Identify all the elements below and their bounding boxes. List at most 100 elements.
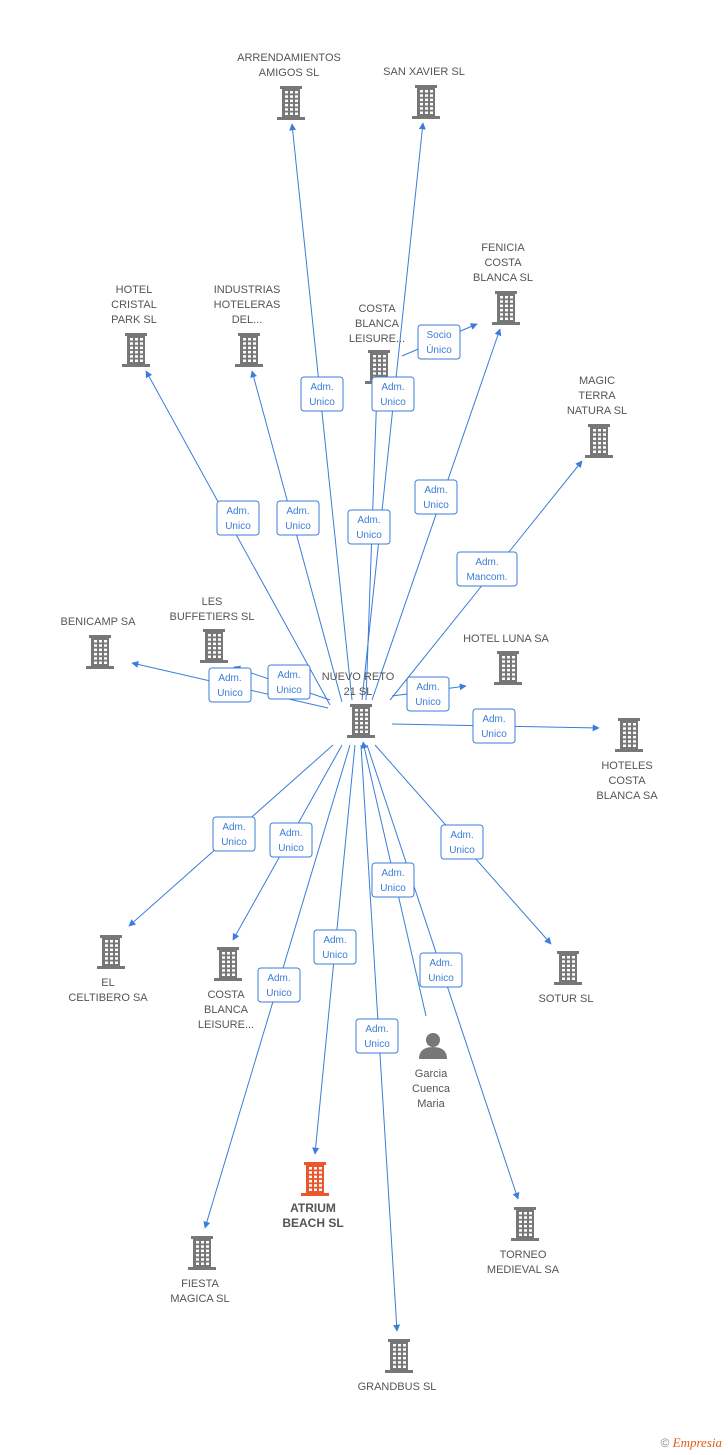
edge-label-nuevo_reto-to-fenicia[interactable]: Adm.Unico xyxy=(414,479,458,515)
edge-label-text: Adm. xyxy=(323,935,346,946)
brand-logo: Empresia xyxy=(672,1435,722,1450)
building-icon xyxy=(97,935,125,969)
edge-label-text: Unico xyxy=(481,729,507,740)
edge-label-box xyxy=(267,664,311,700)
edge-label-text: Adm. xyxy=(482,714,505,725)
node-label: NUEVO RETO xyxy=(322,671,395,683)
building-icon xyxy=(235,333,263,367)
node-label: PARK SL xyxy=(111,314,157,326)
node-hotel_luna[interactable]: HOTEL LUNA SA xyxy=(463,633,550,685)
node-label: MAGICA SL xyxy=(170,1293,229,1305)
node-label: CRISTAL xyxy=(111,299,157,311)
edge-label-text: Adm. xyxy=(357,515,380,526)
edge-label-nuevo_reto-to-torneo[interactable]: Adm.Unico xyxy=(419,952,463,988)
edge-label-box xyxy=(276,500,320,536)
edge-label-text: Adm. xyxy=(381,868,404,879)
edge-label-nuevo_reto-to-hotel_cristal[interactable]: Adm.Unico xyxy=(216,500,260,536)
edge-label-nuevo_reto-to-grandbus[interactable]: Adm.Unico xyxy=(355,1018,399,1054)
edge-label-text: Unico xyxy=(221,837,247,848)
node-label: BENICAMP SA xyxy=(61,616,137,628)
building-icon xyxy=(412,85,440,119)
edge-label-text: Unico xyxy=(278,843,304,854)
building-icon xyxy=(347,704,375,738)
edge-label-box xyxy=(212,816,256,852)
edge-label-text: Unico xyxy=(322,950,348,961)
node-label: NATURA SL xyxy=(567,405,627,417)
node-label: SAN XAVIER SL xyxy=(383,66,465,78)
node-label: BLANCA SA xyxy=(596,790,658,802)
node-label: BLANCA xyxy=(355,318,400,330)
copyright-symbol: © xyxy=(660,1436,670,1450)
edge-label-nuevo_reto-to-costa_bottom[interactable]: Adm.Unico xyxy=(269,822,313,858)
edge-label-text: Unico xyxy=(266,988,292,999)
edge-label-garcia-to-nuevo_reto[interactable]: Adm.Unico xyxy=(371,862,415,898)
node-label: COSTA xyxy=(207,989,245,1001)
node-label: FENICIA xyxy=(481,242,525,254)
node-label: ARRENDAMIENTOS xyxy=(237,52,341,64)
building-icon xyxy=(301,1162,329,1196)
edge-nuevo_reto-to-arrendamientos xyxy=(289,123,353,701)
edge-label-nuevo_reto-to-atrium[interactable]: Adm. Unico xyxy=(313,929,357,965)
edge-label-text: Adm. xyxy=(429,958,452,969)
person-icon xyxy=(419,1033,447,1059)
edge-label-box xyxy=(208,667,252,703)
edge-label-box xyxy=(313,929,357,965)
node-label: Garcia xyxy=(415,1068,448,1080)
edge-label-nuevo_reto-to-industrias[interactable]: Adm.Unico xyxy=(276,500,320,536)
edge-label-nuevo_reto-to-costa_top[interactable]: Adm.Unico xyxy=(347,509,391,545)
edge-label-text: Adm. xyxy=(365,1024,388,1035)
edge-label-box xyxy=(456,551,518,587)
edge-label-text: Unico xyxy=(415,697,441,708)
edge-label-text: Unico xyxy=(285,521,311,532)
node-industrias[interactable]: INDUSTRIASHOTELERASDEL... xyxy=(214,284,281,367)
node-label: COSTA xyxy=(484,257,522,269)
node-label: DEL... xyxy=(232,314,263,326)
edge-label-box xyxy=(371,862,415,898)
edge-label-nuevo_reto-to-hoteles_costa[interactable]: Adm. Unico xyxy=(472,708,516,744)
node-el_celtibero[interactable]: EL CELTIBERO SA xyxy=(68,935,148,1004)
edge-label-nuevo_reto-to-hotel_luna[interactable]: Adm.Unico xyxy=(406,676,450,712)
edge-label-box xyxy=(440,824,484,860)
edge-label-text: Unico xyxy=(276,685,302,696)
node-costa_bottom[interactable]: COSTABLANCALEISURE... xyxy=(198,947,254,1031)
edge-label-text: Adm. xyxy=(218,673,241,684)
edge-label-nuevo_reto-to-arrendamientos[interactable]: Adm.Unico xyxy=(300,376,344,412)
edge-label-box xyxy=(300,376,344,412)
edge-label-text: Unico xyxy=(380,397,406,408)
node-san_xavier[interactable]: SAN XAVIER SL xyxy=(383,66,465,119)
edge-label-text: Unico xyxy=(449,845,475,856)
node-benicamp[interactable]: BENICAMP SA xyxy=(61,616,137,669)
edge-label-nuevo_reto-to-sotur[interactable]: Adm. Unico xyxy=(440,824,484,860)
edge-label-nuevo_reto-to-el_celtibero[interactable]: Adm.Unico xyxy=(212,816,256,852)
edge-label-nuevo_reto-to-magic[interactable]: Adm.Mancom. xyxy=(456,551,518,587)
edge-label-box xyxy=(419,952,463,988)
edge-label-box xyxy=(257,967,301,1003)
node-grandbus[interactable]: GRANDBUS SL xyxy=(358,1339,437,1393)
edge-label-text: Adm. xyxy=(450,830,473,841)
node-label: EL xyxy=(101,977,114,989)
edge-label-nuevo_reto-to-benicamp[interactable]: Adm.Unico xyxy=(208,667,252,703)
edge-label-box xyxy=(406,676,450,712)
edge-label-nuevo_reto-to-san_xavier[interactable]: Adm. Unico xyxy=(371,376,415,412)
node-label: CELTIBERO SA xyxy=(68,992,148,1004)
node-sotur[interactable]: SOTUR SL xyxy=(538,951,594,1005)
edge-label-text: Adm. xyxy=(381,382,404,393)
edge-label-nuevo_reto-to-fiesta[interactable]: Adm.Unico xyxy=(257,967,301,1003)
node-label: Maria xyxy=(417,1098,445,1110)
edge-label-nuevo_reto-to-les_buffetiers[interactable]: Adm.Unico xyxy=(267,664,311,700)
node-label: BLANCA xyxy=(204,1004,249,1016)
edge-label-text: Adm. xyxy=(424,485,447,496)
